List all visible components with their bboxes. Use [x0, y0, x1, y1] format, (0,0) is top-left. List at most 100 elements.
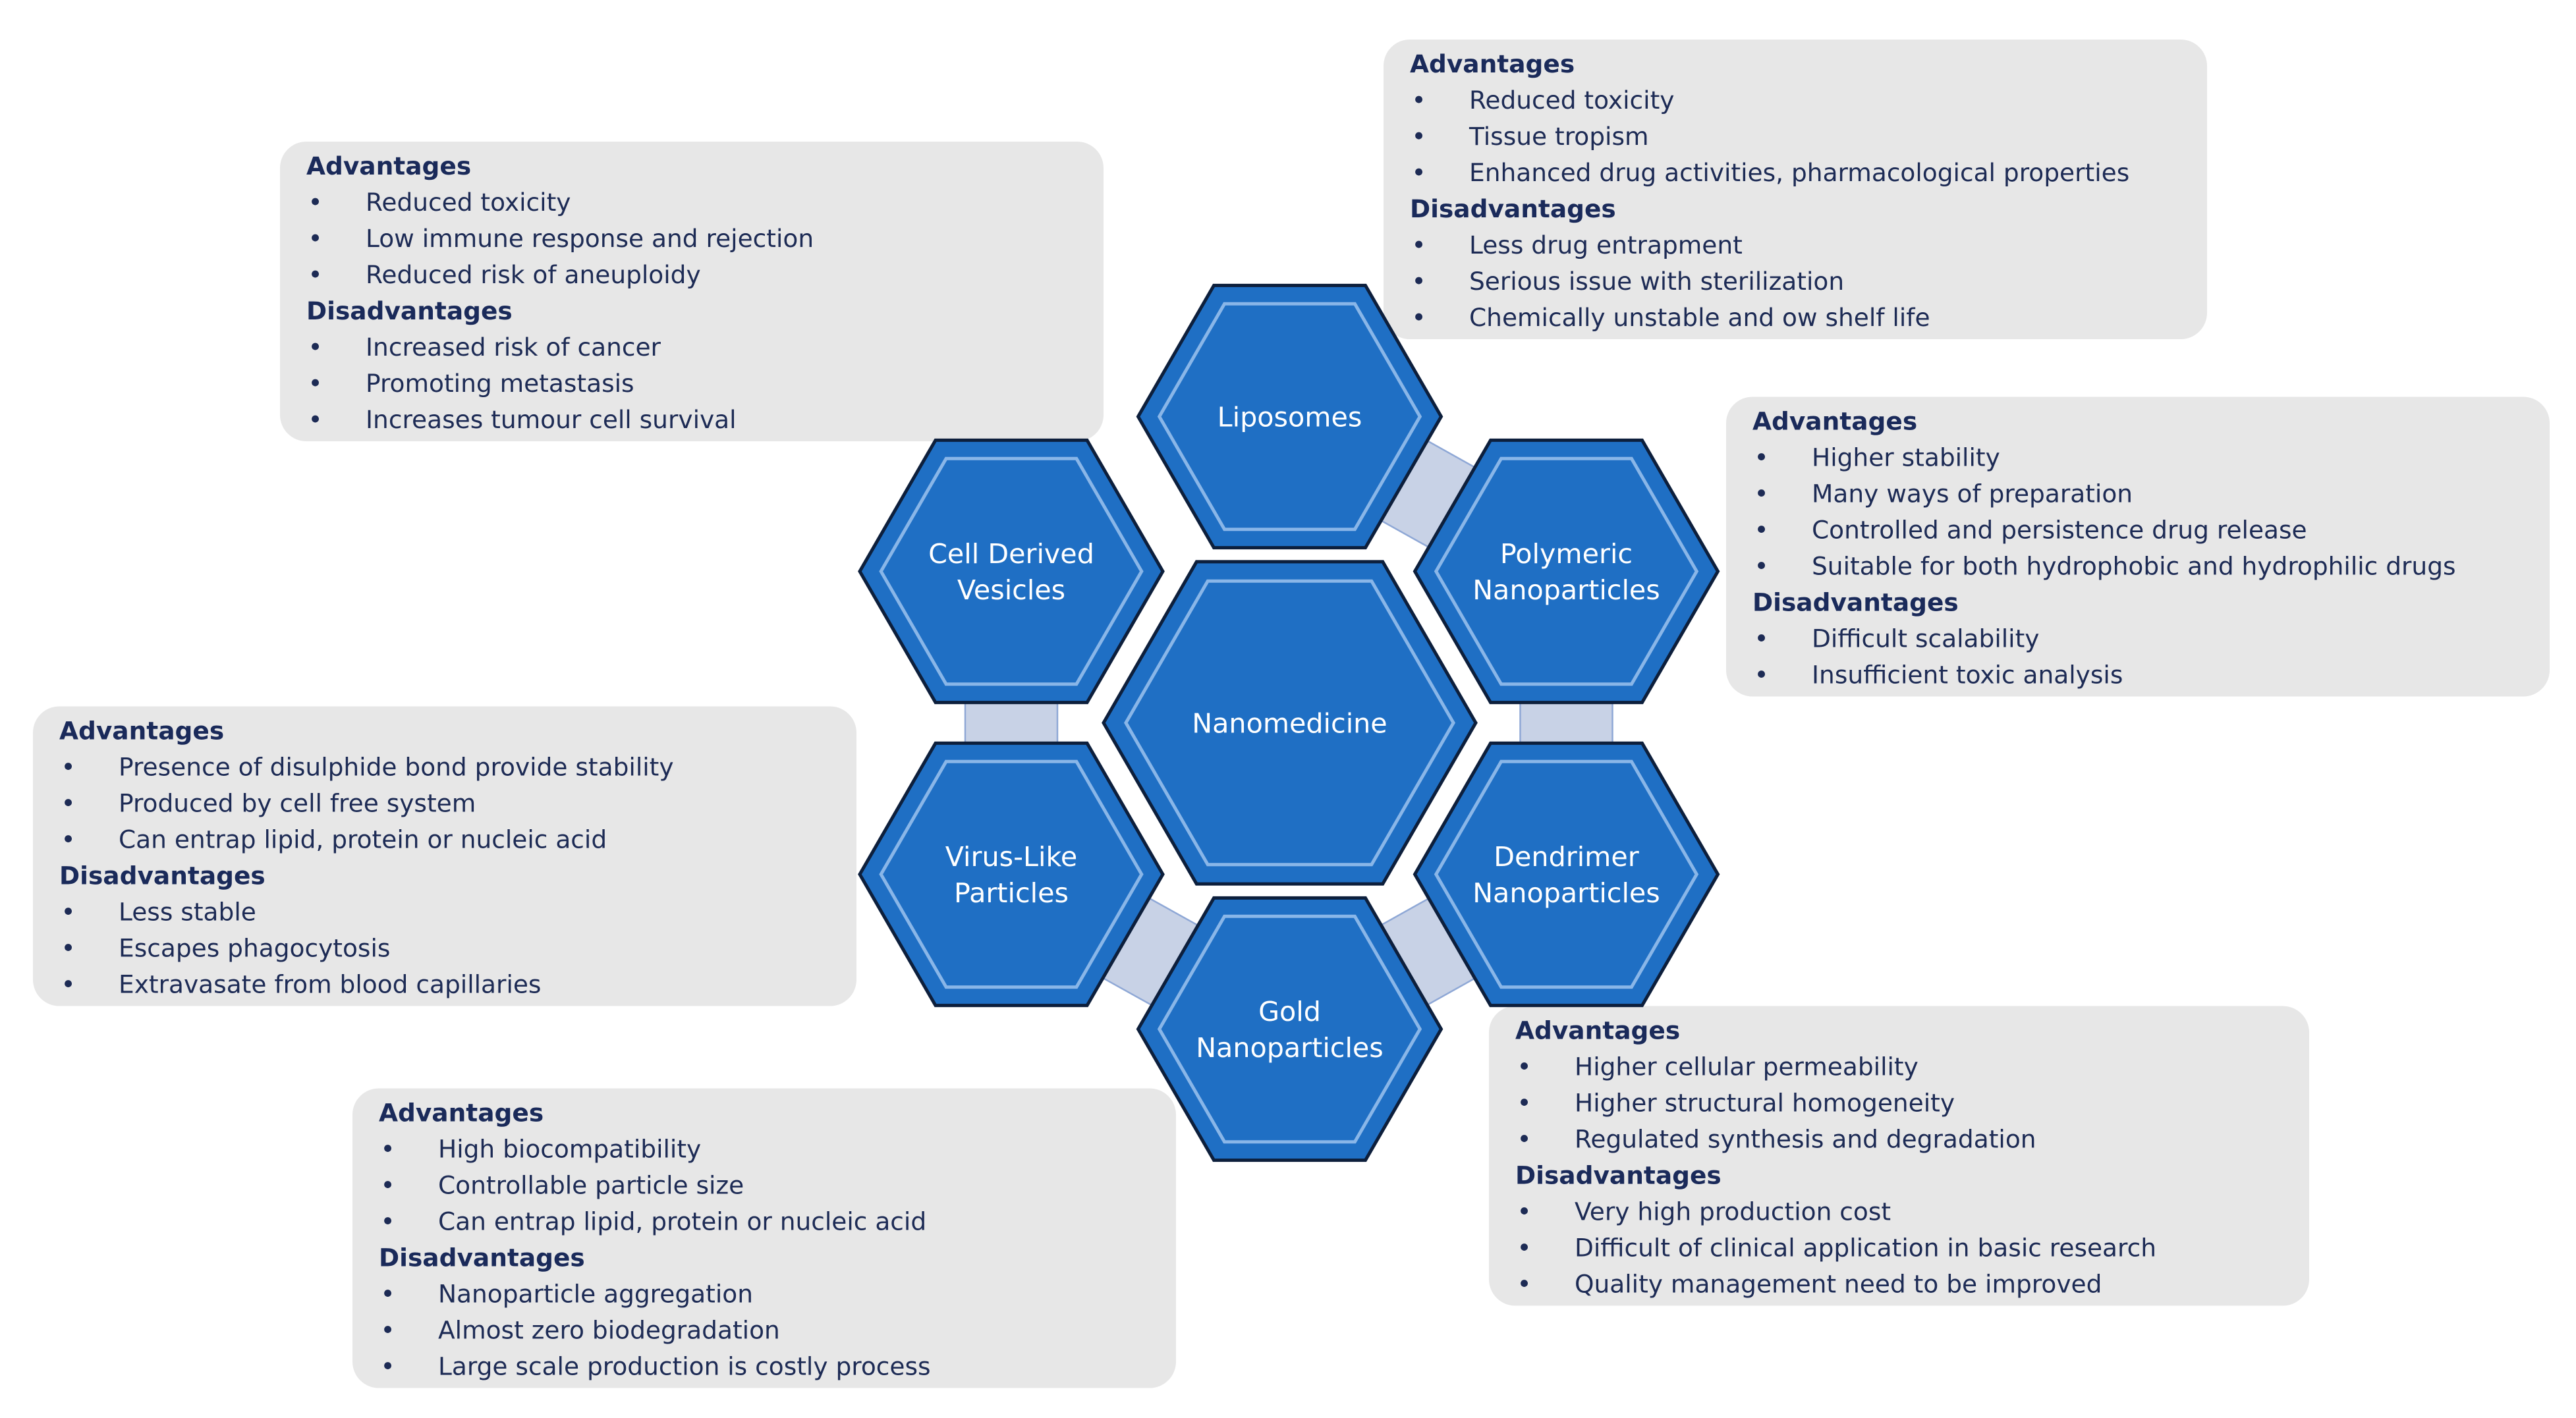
- hexagon-shape: [1136, 896, 1443, 1162]
- polymeric-nanoparticles-info-box: AdvantagesHigher stabilityMany ways of p…: [1726, 396, 2550, 697]
- disadvantage-item: Increases tumour cell survival: [306, 402, 1080, 438]
- advantages-heading: Advantages: [379, 1098, 544, 1128]
- advantages-heading: Advantages: [1515, 1016, 1681, 1046]
- disadvantage-item: Less drug entrapment: [1410, 227, 2184, 263]
- disadvantages-list: Less drug entrapmentSerious issue with s…: [1410, 227, 2184, 336]
- dendrimer-nanoparticles-info-box: AdvantagesHigher cellular permeabilityHi…: [1489, 1006, 2309, 1306]
- disadvantages-list: Increased risk of cancerPromoting metast…: [306, 329, 1080, 438]
- disadvantage-item: Increased risk of cancer: [306, 329, 1080, 366]
- hexagon-bevel: [1124, 579, 1455, 867]
- disadvantages-heading: Disadvantages: [1515, 1160, 1722, 1191]
- disadvantage-item: Difficult scalability: [1752, 621, 2527, 657]
- hexagon-shape: [1413, 438, 1720, 705]
- hexagon-shape: [1102, 560, 1478, 886]
- disadvantages-heading: Disadvantages: [379, 1243, 585, 1273]
- disadvantage-item: Almost zero biodegradation: [379, 1313, 1153, 1349]
- disadvantages-heading: Disadvantages: [59, 861, 266, 891]
- advantage-item: Suitable for both hydrophobic and hydrop…: [1752, 549, 2527, 585]
- hexagon-label: Vesicles: [957, 574, 1065, 606]
- disadvantage-item: Chemically unstable and ow shelf life: [1410, 300, 2184, 336]
- hexagon-bevel: [1157, 302, 1422, 532]
- disadvantages-list: Difficult scalabilityInsufficient toxic …: [1752, 621, 2527, 694]
- disadvantage-item: Less stable: [59, 894, 833, 931]
- advantage-item: Produced by cell free system: [59, 786, 833, 822]
- hexagon-shape: [858, 438, 1165, 705]
- hexagon-bevel: [879, 456, 1144, 686]
- hexagon-label: Virus-Like: [945, 841, 1078, 873]
- advantage-item: Controllable particle size: [379, 1168, 1153, 1204]
- hexagon-label: Gold: [1258, 996, 1321, 1027]
- disadvantage-item: Promoting metastasis: [306, 366, 1080, 402]
- advantage-item: Can entrap lipid, protein or nucleic aci…: [59, 822, 833, 858]
- disadvantage-item: Large scale production is costly process: [379, 1349, 1153, 1385]
- hexagon-bevel: [1434, 759, 1699, 989]
- advantage-item: Regulated synthesis and degradation: [1515, 1122, 2286, 1158]
- advantage-item: Many ways of preparation: [1752, 476, 2527, 512]
- advantages-list: High biocompatibilityControllable partic…: [379, 1132, 1153, 1240]
- disadvantage-item: Difficult of clinical application in bas…: [1515, 1230, 2286, 1267]
- hexagon-bevel: [879, 759, 1144, 989]
- advantage-item: Reduced risk of aneuploidy: [306, 257, 1080, 293]
- advantages-list: Higher stabilityMany ways of preparation…: [1752, 440, 2527, 585]
- advantage-item: Low immune response and rejection: [306, 221, 1080, 257]
- advantage-item: Controlled and persistence drug release: [1752, 512, 2527, 549]
- advantage-item: Reduced toxicity: [1410, 82, 2184, 119]
- hexagon-shape: [1413, 741, 1720, 1008]
- advantages-list: Presence of disulphide bond provide stab…: [59, 750, 833, 858]
- disadvantage-item: Quality management need to be improved: [1515, 1267, 2286, 1303]
- hexagon-label: Nanoparticles: [1472, 877, 1660, 909]
- disadvantage-item: Serious issue with sterilization: [1410, 263, 2184, 300]
- hexagon-shape: [858, 741, 1165, 1008]
- disadvantages-list: Nanoparticle aggregationAlmost zero biod…: [379, 1276, 1153, 1385]
- disadvantages-heading: Disadvantages: [1410, 194, 1616, 224]
- hexagon-label: Nanoparticles: [1196, 1032, 1384, 1064]
- hexagon-label: Liposomes: [1218, 402, 1362, 433]
- advantage-item: Presence of disulphide bond provide stab…: [59, 750, 833, 786]
- advantage-item: High biocompatibility: [379, 1132, 1153, 1168]
- disadvantage-item: Escapes phagocytosis: [59, 931, 833, 967]
- hexagon-bevel: [1157, 914, 1422, 1144]
- liposomes-info-box: AdvantagesReduced toxicityTissue tropism…: [1384, 40, 2207, 339]
- advantages-list: Reduced toxicityLow immune response and …: [306, 184, 1080, 293]
- disadvantages-heading: Disadvantages: [306, 296, 513, 326]
- hexagon-label: Nanoparticles: [1472, 574, 1660, 606]
- disadvantage-item: Insufficient toxic analysis: [1752, 657, 2527, 694]
- center-label: Nanomedicine: [1192, 708, 1387, 740]
- hexagon-nanomedicine: Nanomedicine: [1102, 560, 1478, 886]
- disadvantages-list: Very high production costDifficult of cl…: [1515, 1194, 2286, 1303]
- advantage-item: Higher stability: [1752, 440, 2527, 476]
- advantage-item: Enhanced drug activities, pharmacologica…: [1410, 155, 2184, 191]
- hexagon-label: Cell Derived: [928, 538, 1094, 570]
- advantages-list: Reduced toxicityTissue tropismEnhanced d…: [1410, 82, 2184, 191]
- disadvantage-item: Very high production cost: [1515, 1194, 2286, 1230]
- advantages-list: Higher cellular permeabilityHigher struc…: [1515, 1049, 2286, 1158]
- advantage-item: Reduced toxicity: [306, 184, 1080, 221]
- hexagon-label: Dendrimer: [1494, 841, 1638, 873]
- advantage-item: Tissue tropism: [1410, 119, 2184, 155]
- gold-nanoparticles-info-box: AdvantagesHigh biocompatibilityControlla…: [352, 1088, 1176, 1388]
- hexagon-label: Particles: [954, 877, 1069, 909]
- hexagon-liposomes: Liposomes: [1136, 283, 1443, 550]
- advantages-heading: Advantages: [306, 151, 472, 181]
- advantages-heading: Advantages: [1410, 49, 1575, 79]
- disadvantage-item: Extravasate from blood capillaries: [59, 967, 833, 1003]
- hexagon-bevel: [1434, 456, 1699, 686]
- hexagon-shape: [1136, 283, 1443, 550]
- disadvantages-heading: Disadvantages: [1752, 587, 1959, 618]
- advantage-item: Higher structural homogeneity: [1515, 1085, 2286, 1122]
- hexagon-label: Polymeric: [1500, 538, 1633, 570]
- advantage-item: Can entrap lipid, protein or nucleic aci…: [379, 1204, 1153, 1240]
- advantage-item: Higher cellular permeability: [1515, 1049, 2286, 1085]
- virus-like-particles-info-box: AdvantagesPresence of disulphide bond pr…: [33, 706, 856, 1006]
- disadvantage-item: Nanoparticle aggregation: [379, 1276, 1153, 1313]
- disadvantages-list: Less stableEscapes phagocytosisExtravasa…: [59, 894, 833, 1003]
- advantages-heading: Advantages: [59, 716, 225, 746]
- cell-vesicles-info-box: AdvantagesReduced toxicityLow immune res…: [280, 142, 1104, 441]
